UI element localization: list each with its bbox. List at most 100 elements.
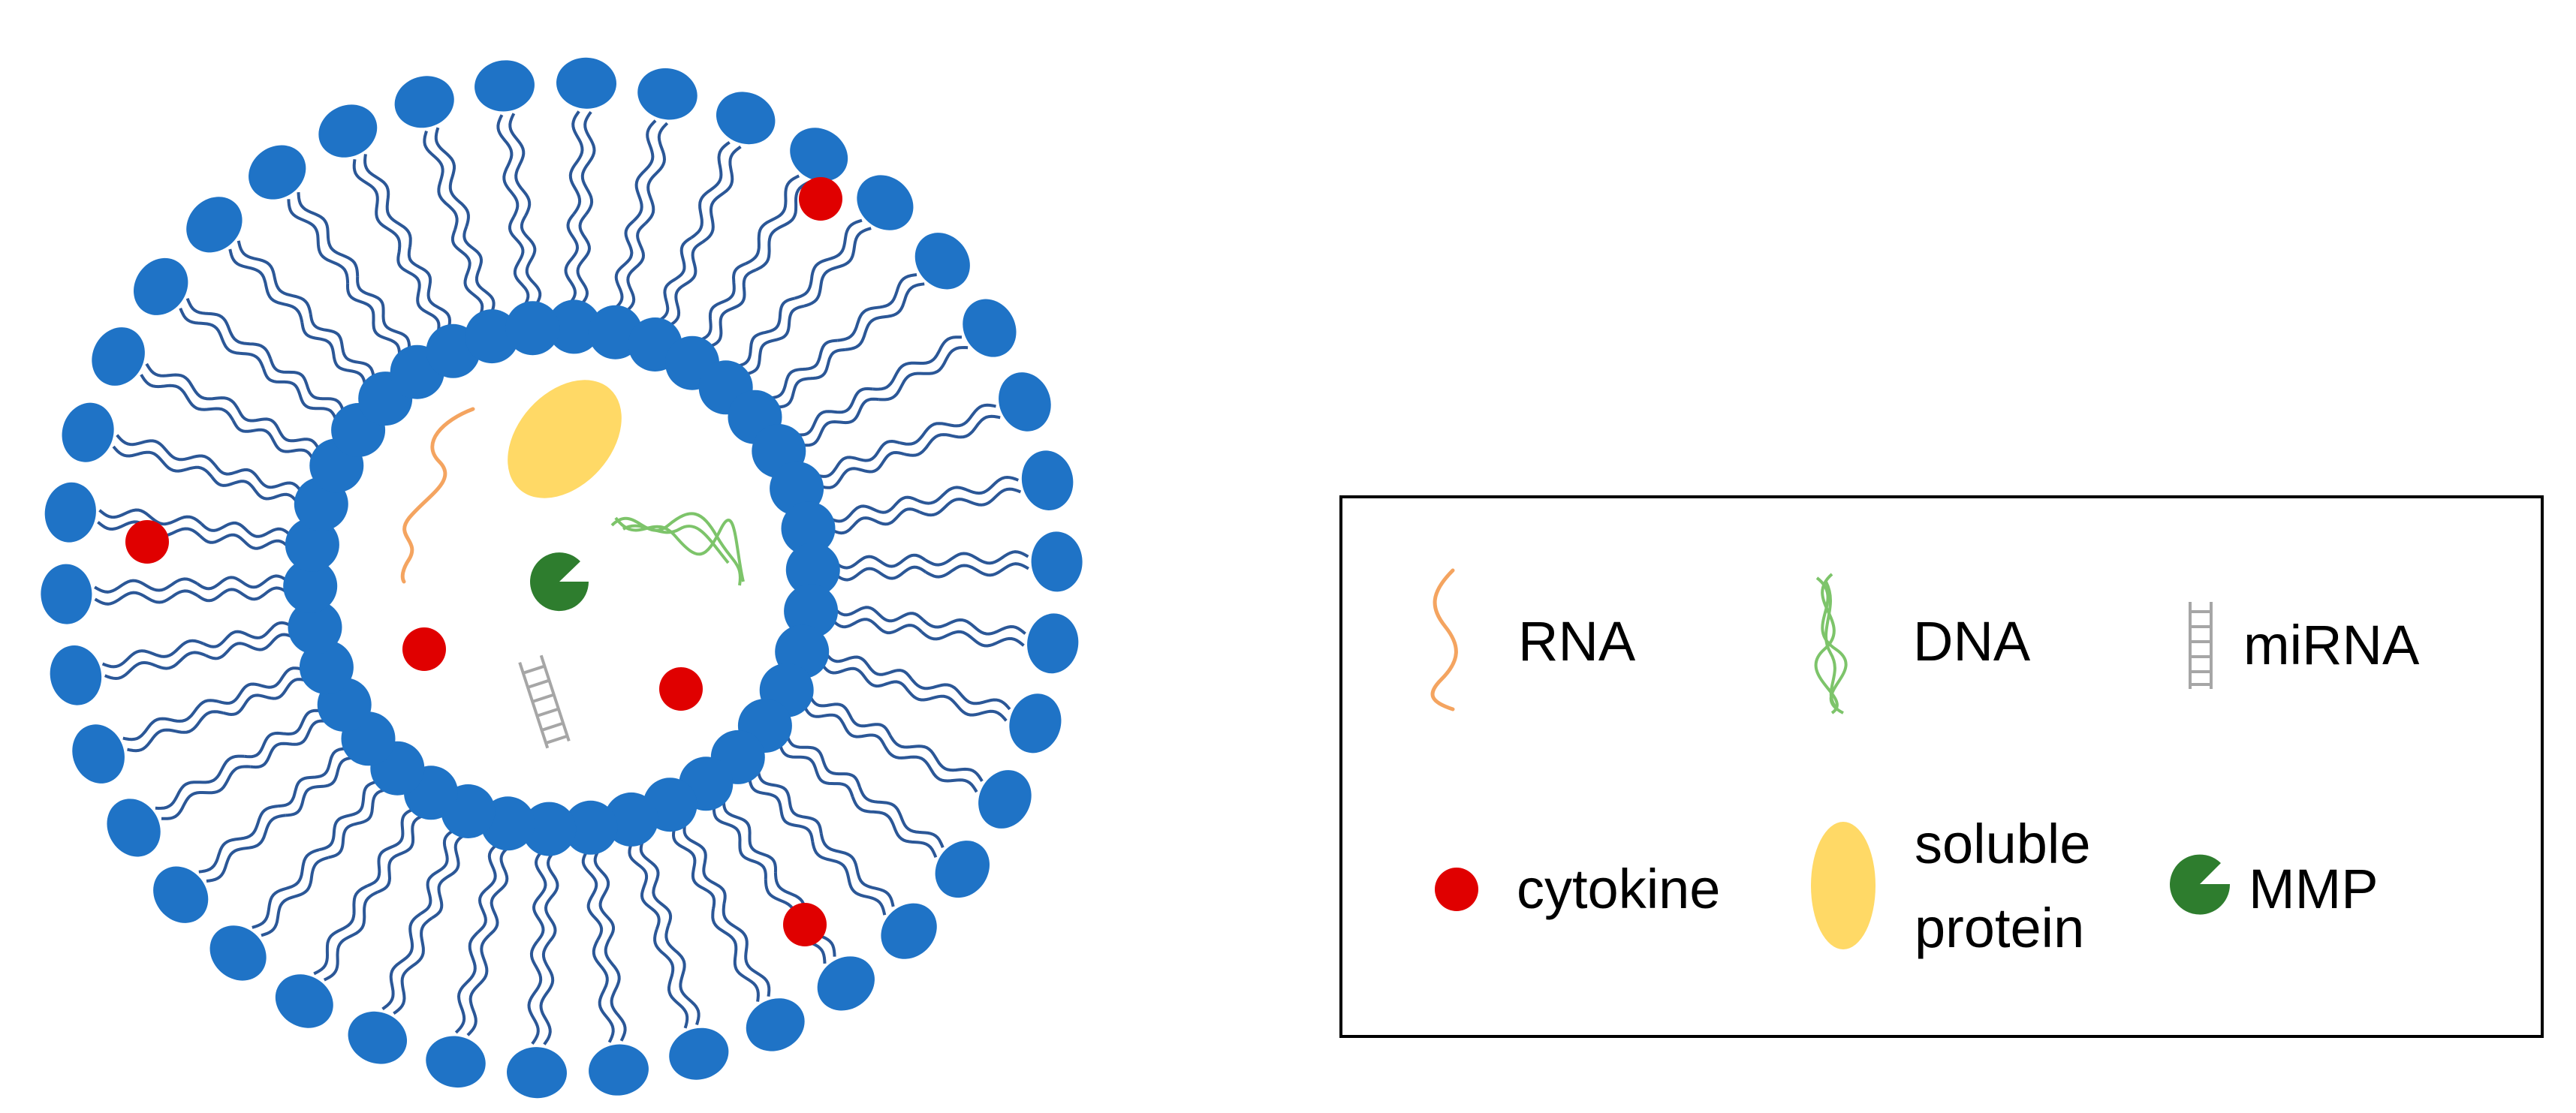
- lipid-tail: [917, 475, 1020, 505]
- lipid-head: [785, 543, 840, 597]
- lipid-tail: [776, 347, 846, 409]
- lipid-tail: [185, 297, 273, 360]
- lipid-tail: [664, 925, 700, 1025]
- lipid-tail: [712, 805, 767, 880]
- lipid-tail: [431, 833, 466, 919]
- inner-lipid-heads: [283, 299, 840, 856]
- lipid-tail: [488, 845, 511, 936]
- lipid-tail: [454, 931, 479, 1034]
- lipid-tail: [878, 345, 969, 402]
- legend-label-rna: RNA: [1518, 610, 1636, 672]
- lipid-head: [505, 301, 560, 356]
- lipid-tail: [210, 475, 300, 504]
- lipid-tail: [833, 606, 925, 623]
- legend-label-cytokine: cytokine: [1517, 858, 1720, 920]
- lipid-tail: [690, 140, 731, 239]
- lipid-tail: [323, 890, 378, 982]
- lipid-tail: [261, 856, 329, 937]
- lipid-tail: [794, 387, 873, 437]
- lipid-tail: [116, 434, 217, 467]
- soluble-protein-icon: [1811, 822, 1876, 949]
- lipid-tail: [318, 780, 379, 852]
- lipid-tail: [327, 787, 388, 859]
- lipid-tail: [722, 903, 771, 997]
- lipid-tail: [462, 226, 496, 314]
- lipid-tail: [834, 565, 927, 582]
- legend-label-soluble-protein-line1: soluble: [1915, 813, 2091, 875]
- lipid-tail: [393, 916, 433, 1015]
- lipid-tail: [682, 822, 727, 904]
- lipid-tail: [755, 180, 810, 272]
- lipid-tail: [744, 304, 805, 376]
- lipid-tail: [203, 621, 293, 648]
- soluble-protein-icon: [508, 380, 622, 498]
- rna-icon: [1430, 568, 1458, 711]
- lipid-tail: [910, 678, 1011, 711]
- mmp-icon: [2170, 854, 2231, 915]
- lipid-tail: [423, 131, 459, 230]
- lipid-tail: [243, 708, 322, 759]
- lipid-tail: [604, 938, 627, 1042]
- lipid-tail: [218, 666, 304, 705]
- lipid-tail: [237, 240, 312, 314]
- lipid-tail: [735, 296, 796, 368]
- lipid-tail: [277, 747, 348, 808]
- lipid-tail: [568, 110, 584, 215]
- lipid-tail: [824, 651, 913, 681]
- lipid-tail: [794, 218, 863, 300]
- lipid-head: [318, 104, 378, 158]
- lipid-tails: [94, 110, 1029, 1045]
- lipid-tail: [179, 307, 265, 369]
- lipid-head: [637, 68, 697, 120]
- lipid-tail: [925, 562, 1029, 579]
- lipid-tail: [872, 335, 963, 391]
- lipid-tail: [748, 777, 815, 842]
- lipid-tail: [745, 174, 800, 266]
- lipid-tail: [632, 119, 657, 222]
- lipid-tail: [701, 145, 742, 244]
- lipid-tail: [808, 694, 892, 736]
- lipid-tail: [407, 246, 452, 329]
- lipid-tail: [420, 829, 456, 915]
- lipid-tail: [778, 743, 854, 798]
- lipid-tail: [250, 719, 329, 769]
- mirna-icon: [2189, 602, 2213, 689]
- lipid-tail: [104, 651, 206, 681]
- lipid-head: [781, 501, 836, 556]
- lipid-head: [522, 802, 577, 856]
- lipid-tail: [155, 754, 245, 811]
- lipid-tail: [196, 574, 289, 591]
- lipid-head: [426, 1036, 486, 1088]
- lipid-head: [275, 974, 333, 1028]
- lipid-tail: [297, 192, 360, 277]
- lipid-tail: [466, 934, 491, 1036]
- legend-label-mmp: MMP: [2249, 858, 2379, 920]
- lipid-tail: [101, 639, 204, 669]
- lipid-tail: [667, 241, 704, 327]
- lipid-tail: [639, 838, 673, 927]
- rna-icon: [400, 407, 475, 584]
- lipid-tail: [768, 338, 838, 400]
- lipid-tail: [801, 397, 880, 447]
- lipid-head: [556, 57, 616, 109]
- lipid-tail: [214, 464, 303, 493]
- lipid-tail: [888, 734, 984, 782]
- lipid-tail: [381, 912, 422, 1011]
- lipid-tail: [366, 807, 415, 888]
- lipid-head: [669, 1027, 729, 1080]
- lipid-tail: [508, 216, 530, 308]
- lipid-head: [1027, 613, 1079, 674]
- lipid-tail: [834, 553, 926, 570]
- lipid-tail: [345, 283, 402, 357]
- lipid-tail: [851, 796, 938, 859]
- lipid-head: [348, 1011, 408, 1064]
- lipid-tail: [363, 154, 412, 248]
- lipid-tail: [644, 122, 669, 225]
- lipid-tail: [803, 227, 872, 308]
- lipid-head: [394, 76, 454, 128]
- lipid-tail: [924, 550, 1029, 567]
- lipid-tail: [845, 282, 925, 351]
- lipid-head: [963, 299, 1017, 357]
- lipid-head: [999, 372, 1051, 432]
